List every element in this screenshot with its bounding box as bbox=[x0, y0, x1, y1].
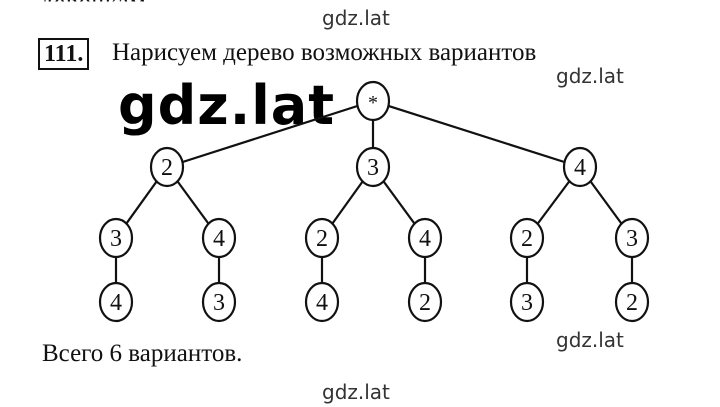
tree-node-level2-label: 2 bbox=[521, 226, 533, 252]
tree-node-level3-label: 3 bbox=[213, 290, 225, 316]
tree-node-level2: 4 bbox=[407, 217, 443, 259]
tree-edge-root-2 bbox=[372, 99, 581, 169]
tree-node-level2-label: 3 bbox=[626, 226, 638, 252]
tree-node-level2: 2 bbox=[509, 217, 545, 259]
watermark-top: gdz.lat bbox=[322, 6, 390, 30]
tree-node-level3: 2 bbox=[614, 281, 650, 323]
watermark-right-top: gdz.lat bbox=[556, 64, 624, 88]
tree-node-level2-label: 3 bbox=[110, 226, 122, 252]
tree-node-level1: 2 bbox=[149, 146, 185, 188]
tree-node-level1-label: 4 bbox=[574, 155, 586, 181]
tree-node-level2: 2 bbox=[304, 217, 340, 259]
tree-edge-root-0 bbox=[166, 99, 374, 169]
tree-node-level3: 4 bbox=[304, 281, 340, 323]
tree-node-level2: 4 bbox=[201, 217, 237, 259]
tree-node-level1-label: 3 bbox=[367, 155, 379, 181]
tree-node-level1-label: 2 bbox=[161, 155, 173, 181]
tree-root-node-label: * bbox=[368, 92, 378, 114]
tree-node-level2-label: 2 bbox=[316, 226, 328, 252]
tree-node-level3: 2 bbox=[407, 281, 443, 323]
tree-root-node: * bbox=[355, 80, 391, 122]
previous-line-fragment: девочкам. bbox=[40, 0, 154, 17]
tree-node-level3: 4 bbox=[98, 281, 134, 323]
tree-node-level3: 3 bbox=[509, 281, 545, 323]
tree-node-level2-label: 4 bbox=[213, 226, 225, 252]
tree-node-level2-label: 4 bbox=[419, 226, 431, 252]
tree-node-level1: 3 bbox=[355, 146, 391, 188]
tree-node-level2: 3 bbox=[98, 217, 134, 259]
watermark-right-bottom: gdz.lat bbox=[556, 328, 624, 352]
problem-number: 111. bbox=[38, 38, 90, 70]
tree-node-level3-label: 4 bbox=[316, 290, 328, 316]
total-variants-text: Всего 6 вариантов. bbox=[42, 340, 243, 367]
watermark-large: gdz.lat bbox=[118, 74, 336, 137]
tree-node-level3-label: 4 bbox=[110, 290, 122, 316]
tree-node-level3-label: 2 bbox=[419, 290, 431, 316]
tree-node-level3-label: 3 bbox=[521, 290, 533, 316]
tree-node-level2: 3 bbox=[614, 217, 650, 259]
tree-node-level1: 4 bbox=[562, 146, 598, 188]
tree-node-level3: 3 bbox=[201, 281, 237, 323]
problem-heading: Нарисуем дерево возможных вариантов bbox=[112, 39, 537, 66]
watermark-bottom: gdz.lat bbox=[322, 380, 390, 404]
tree-node-level3-label: 2 bbox=[626, 290, 638, 316]
